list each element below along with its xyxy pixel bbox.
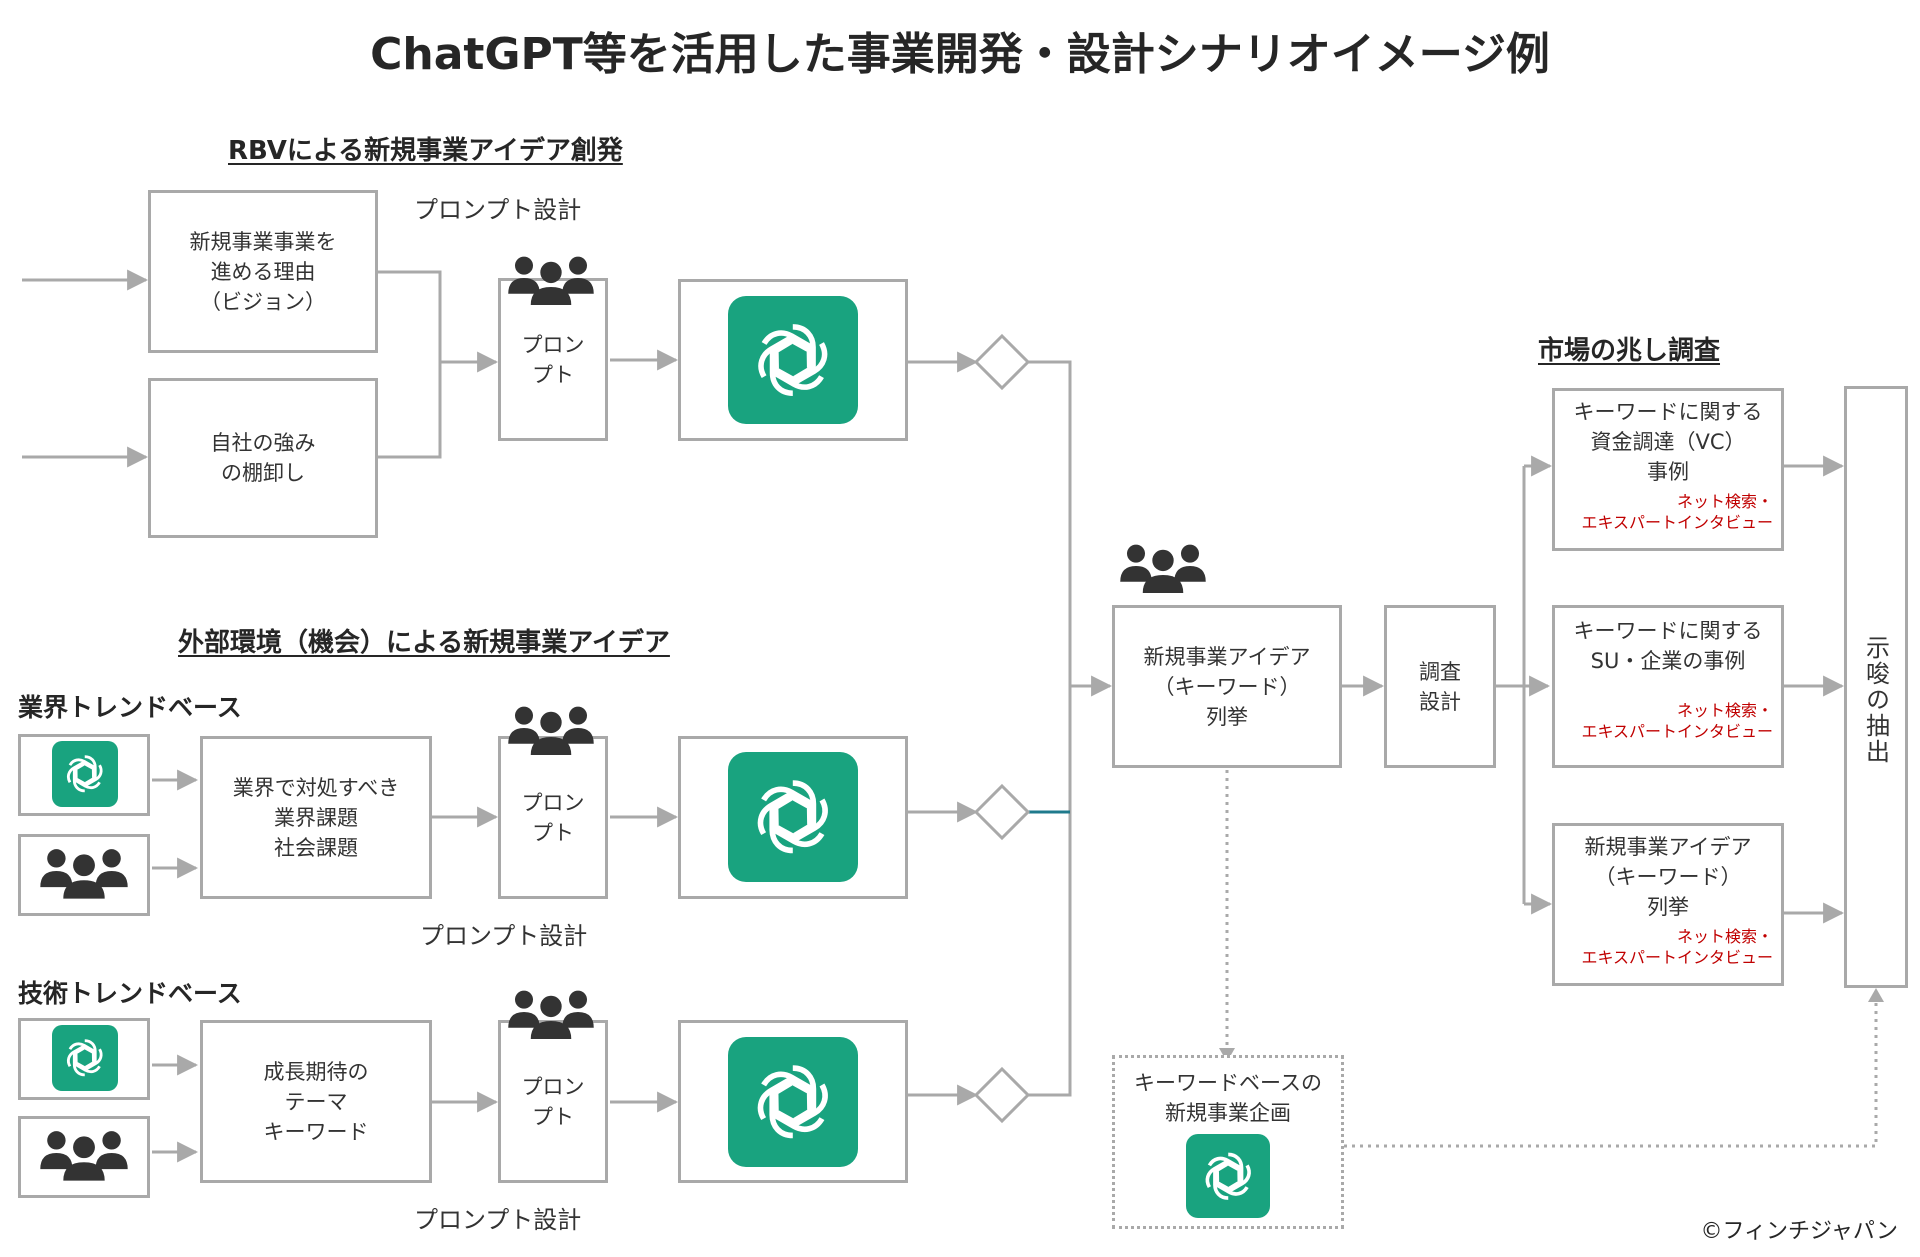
- keyword-plan-text: キーワードベースの 新規事業企画: [1134, 1071, 1322, 1125]
- ideas-box: 新規事業アイデア （キーワード） 列挙: [1112, 605, 1342, 768]
- vc-case-text: キーワードに関する 資金調達（VC） 事例: [1573, 400, 1763, 484]
- external-heading: 外部環境（機会）による新規事業アイデア: [178, 628, 670, 658]
- prompt-box: プロン プト: [498, 736, 608, 899]
- strengths-box: 自社の強み の棚卸し: [148, 378, 378, 538]
- chatgpt-logo-icon: [52, 1025, 118, 1091]
- research-method-note: ネット検索・ エキスパートインタビュー: [1581, 701, 1773, 741]
- growth-theme-box: 成長期待の テーマ キーワード: [200, 1020, 432, 1183]
- prompt-text: プロン プト: [521, 1074, 585, 1129]
- industry-trend-heading: 業界トレンドベース: [18, 693, 242, 722]
- market-heading: 市場の兆し調査: [1538, 336, 1721, 366]
- people-group-icon: [506, 984, 596, 1044]
- people-group-icon: [38, 842, 130, 904]
- su-case-box: キーワードに関する SU・企業の事例 ネット検索・ エキスパートインタビュー: [1552, 605, 1784, 768]
- survey-design-box: 調査 設計: [1384, 605, 1496, 768]
- chatgpt-logo-icon: [1186, 1134, 1270, 1218]
- vc-case-box: キーワードに関する 資金調達（VC） 事例 ネット検索・ エキスパートインタビュ…: [1552, 388, 1784, 551]
- chatgpt-logo-icon: [728, 752, 858, 882]
- copyright: ©フィンチジャパン: [1700, 1219, 1898, 1244]
- prompt-box: プロン プト: [498, 1020, 608, 1183]
- research-method-note: ネット検索・ エキスパートインタビュー: [1581, 492, 1773, 532]
- prompt-design-label: プロンプト設計: [420, 922, 588, 950]
- rbv-heading: RBVによる新規事業アイデア創発: [228, 136, 623, 166]
- growth-theme-text: 成長期待の テーマ キーワード: [263, 1059, 369, 1144]
- research-method-note: ネット検索・ エキスパートインタビュー: [1581, 927, 1773, 967]
- people-group-icon: [506, 700, 596, 760]
- su-case-text: キーワードに関する SU・企業の事例: [1573, 619, 1763, 673]
- people-group-icon: [506, 250, 596, 310]
- chatgpt-logo-icon: [728, 296, 858, 424]
- prompt-text: プロン プト: [521, 332, 585, 387]
- industry-issues-text: 業界で対処すべき 業界課題 社会課題: [232, 775, 400, 860]
- prompt-text: プロン プト: [521, 790, 585, 845]
- chatgpt-logo-icon: [728, 1037, 858, 1167]
- extract-insights-box: 示唆の抽出: [1844, 386, 1908, 988]
- chatgpt-logo-icon: [52, 741, 118, 807]
- ideas-list-text: 新規事業アイデア （キーワード） 列挙: [1584, 835, 1752, 919]
- strengths-text: 自社の強み の棚卸し: [210, 431, 316, 485]
- prompt-design-label: プロンプト設計: [414, 1206, 582, 1234]
- prompt-design-label: プロンプト設計: [414, 196, 582, 224]
- people-group-icon: [1118, 538, 1208, 598]
- vision-box: 新規事業事業を 進める理由 （ビジョン）: [148, 190, 378, 353]
- ideas-text: 新規事業アイデア （キーワード） 列挙: [1143, 644, 1311, 729]
- people-group-icon: [38, 1124, 130, 1186]
- page-title: ChatGPT等を活用した事業開発・設計シナリオイメージ例: [370, 29, 1550, 80]
- extract-insights-text: 示唆の抽出: [1861, 635, 1890, 765]
- ideas-list-box: 新規事業アイデア （キーワード） 列挙 ネット検索・ エキスパートインタビュー: [1552, 823, 1784, 986]
- vision-text: 新規事業事業を 進める理由 （ビジョン）: [189, 229, 337, 314]
- tech-trend-heading: 技術トレンドベース: [18, 979, 242, 1008]
- industry-issues-box: 業界で対処すべき 業界課題 社会課題: [200, 736, 432, 899]
- survey-design-text: 調査 設計: [1419, 659, 1461, 714]
